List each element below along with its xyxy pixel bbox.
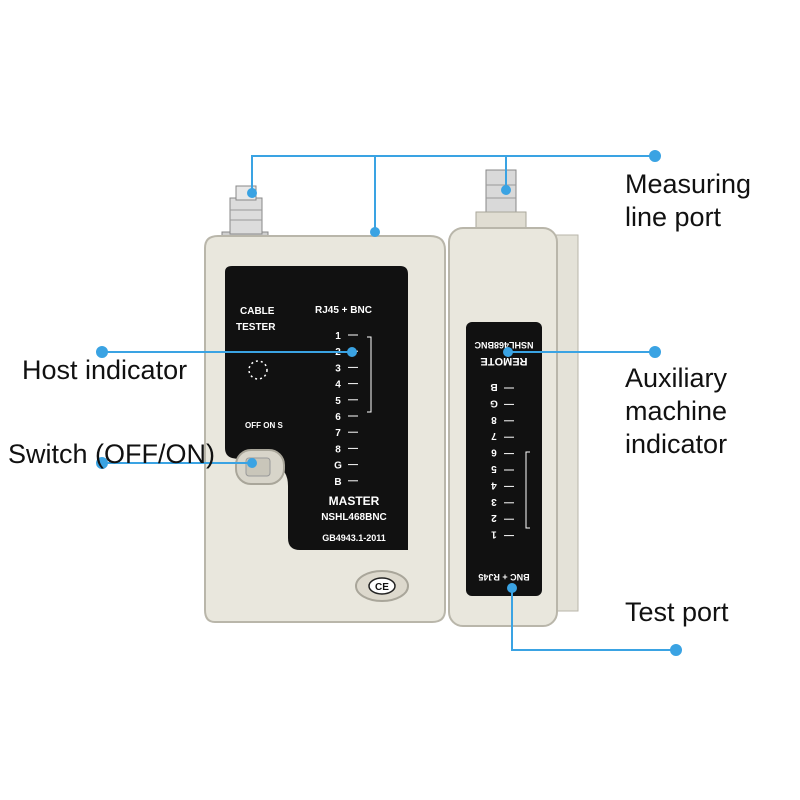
remote-led-label: 5 <box>491 463 497 474</box>
master-led-label: 1 <box>335 331 341 342</box>
remote-bnc-connector <box>475 169 527 235</box>
master-panel <box>225 266 408 550</box>
remote-led-label: 8 <box>491 414 497 425</box>
remote-led-label: 7 <box>491 430 497 441</box>
master-led-label: 8 <box>335 444 341 455</box>
leader-lines <box>96 150 682 656</box>
callout-host-indicator: Host indicator <box>22 355 188 385</box>
brand-line-1: CABLE <box>240 306 275 317</box>
master-led-label: B <box>334 477 341 488</box>
remote-led-label: 1 <box>491 529 497 540</box>
leader-dot <box>649 150 661 162</box>
master-bracket <box>367 336 372 413</box>
callout-measuring-line-port: Measuring line port <box>625 168 751 234</box>
switch-label: OFF ON S <box>245 421 283 430</box>
master-led-label: 5 <box>335 396 341 407</box>
callout-test-port: Test port <box>625 597 729 627</box>
callout-auxiliary-indicator: Auxiliary machine indicator <box>625 362 727 461</box>
master-led-list: 12345678GB <box>334 331 358 488</box>
remote-led-label: 4 <box>491 479 497 490</box>
master-led-label: 6 <box>335 412 341 423</box>
ce-mark: CE <box>375 582 389 593</box>
callout-switch: Switch (OFF/ON) <box>8 439 215 469</box>
master-model: NSHL468BNC <box>321 512 387 523</box>
master-standard: GB4943.1-2011 <box>322 533 386 543</box>
remote-led-list: BG 8 7 6 5 4 3 2 1 <box>490 381 514 540</box>
master-led-label: 3 <box>335 363 341 374</box>
remote-led-label: 3 <box>491 496 497 507</box>
host-indicator-led <box>248 360 268 380</box>
master-title: MASTER <box>329 494 380 508</box>
leader-dot <box>503 347 513 357</box>
leader-dot <box>507 583 517 593</box>
leader-dot <box>370 227 380 237</box>
master-led-label: 7 <box>335 428 341 439</box>
leader-dot <box>347 347 357 357</box>
master-led-label: G <box>334 461 342 472</box>
leader-dot <box>501 185 511 195</box>
leader-dot <box>96 457 108 469</box>
callout-aux-line-2: machine <box>625 396 728 426</box>
remote-unit: NSHL468BNC REMOTE BNC + RJ45 BG 8 7 6 5 4 3 2 1 <box>448 169 579 627</box>
leader-dot <box>247 188 257 198</box>
master-unit: CE CABLE TESTER RJ45 + BNC OFF ON S MAST… <box>204 185 446 623</box>
remote-led-label: B <box>490 381 497 392</box>
leader-dot <box>96 346 108 358</box>
leader-measuring <box>251 155 655 193</box>
leader-dot <box>247 458 257 468</box>
brand-line-2: TESTER <box>236 322 276 333</box>
remote-mode-label: BNC + RJ45 <box>478 572 529 582</box>
remote-model: NSHL468BNC <box>474 340 534 350</box>
leader-dot <box>649 346 661 358</box>
leader-test <box>511 588 676 651</box>
remote-led-label: G <box>490 397 498 408</box>
callout-measuring-line-1: Measuring <box>625 169 752 199</box>
leader-dot <box>670 644 682 656</box>
master-led-label: 4 <box>335 380 341 391</box>
remote-bracket <box>525 451 530 529</box>
callout-aux-line-1: Auxiliary <box>625 363 728 393</box>
remote-led-label: 2 <box>491 512 497 523</box>
remote-title: REMOTE <box>480 355 527 367</box>
remote-panel <box>466 322 542 596</box>
callout-aux-line-3: indicator <box>625 429 728 459</box>
master-mode-label: RJ45 + BNC <box>315 305 372 316</box>
callout-measuring-line-2: line port <box>625 202 722 232</box>
remote-led-label: 6 <box>491 447 497 458</box>
